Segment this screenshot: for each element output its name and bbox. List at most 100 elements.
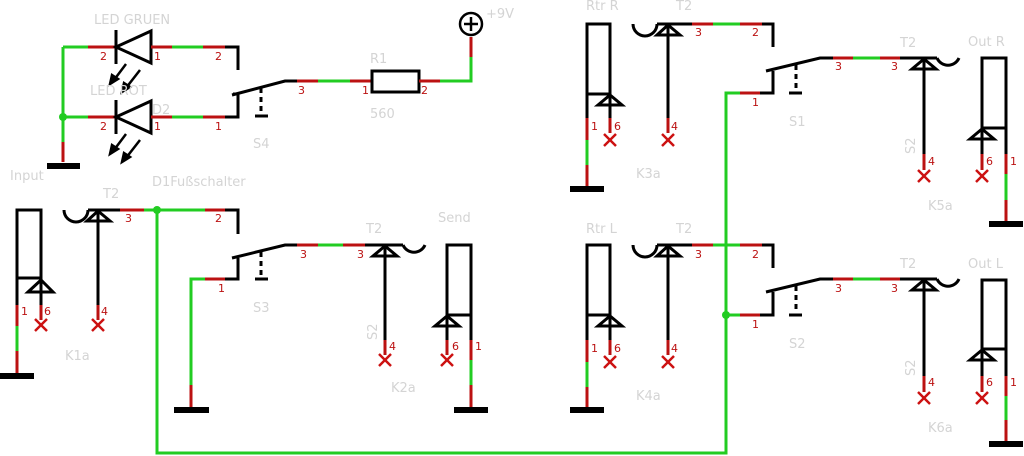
- wire-segment: [225, 94, 240, 119]
- pin-label: 4: [928, 155, 935, 168]
- pin-label: 1: [591, 342, 598, 355]
- pin-label: 6: [44, 305, 51, 318]
- pin-label: 3: [891, 60, 898, 73]
- t2-label: T2: [899, 257, 916, 272]
- pin-label: 1: [475, 340, 482, 353]
- led-red-diode: [112, 98, 153, 136]
- pin-label: 2: [752, 248, 759, 261]
- s2-pin-label: S2: [366, 323, 381, 340]
- pin-label: 3: [298, 84, 305, 97]
- rtr-r-label: Rtr R: [586, 0, 619, 14]
- footswitch-label: D1Fußschalter: [152, 175, 246, 190]
- plus-9v-supply-icon: [458, 11, 484, 37]
- input-label: Input: [10, 169, 44, 184]
- no-connect-icon: [34, 318, 48, 332]
- pin-label: 6: [614, 120, 621, 133]
- light-arrows-icon: [108, 63, 141, 95]
- s2-label: S2: [789, 337, 806, 352]
- pin-label: 3: [695, 248, 702, 261]
- no-connect-icon: [440, 353, 454, 367]
- no-connect-icon: [91, 318, 105, 332]
- k1a-label: K1a: [65, 349, 90, 364]
- pin-label: 6: [452, 340, 459, 353]
- pin-label: 1: [218, 282, 225, 295]
- k6a-label: K6a: [928, 421, 953, 436]
- switch-s3: S3: [225, 243, 297, 316]
- k2a-label: K2a: [391, 381, 416, 396]
- pin-label: 4: [671, 120, 678, 133]
- jack-k3a: Rtr R 6 1 K3a 4 T2 3: [570, 0, 702, 192]
- s1-label: S1: [789, 115, 806, 130]
- no-connect-icon: [917, 169, 931, 183]
- wire-segment: [225, 45, 240, 70]
- pin-label: 2: [215, 212, 222, 225]
- send-label: Send: [438, 211, 471, 226]
- pin-label: 1: [21, 305, 28, 318]
- t2-label: T2: [365, 222, 382, 237]
- pin-label: 4: [671, 342, 678, 355]
- pin-label: 6: [986, 376, 993, 389]
- jack-k6a: T2 4 S2 Out L 6 1 K6a: [899, 257, 1023, 447]
- t2-label: T2: [675, 0, 692, 14]
- pin-label: 3: [835, 60, 842, 73]
- resistor-r1: R1 560 1 2: [362, 52, 428, 122]
- t2-label: T2: [102, 187, 119, 202]
- rtr-l-label: Rtr L: [586, 222, 618, 237]
- switch-s4: S4: [231, 79, 297, 152]
- wire-segment: [762, 22, 775, 47]
- pin-label: 1: [154, 120, 161, 133]
- jack-k1a: Input 1 6 K1a 4 T2 3: [0, 169, 132, 379]
- wire-bypass-loop: [155, 210, 728, 455]
- pin-label: 1: [154, 50, 161, 63]
- pin-label: 1: [591, 120, 598, 133]
- junction-dot: [722, 311, 730, 319]
- wire-segment: [189, 277, 205, 385]
- k5a-label: K5a: [928, 199, 953, 214]
- no-connect-icon: [975, 169, 989, 183]
- pin-label: 3: [357, 248, 364, 261]
- k4a-label: K4a: [636, 389, 661, 404]
- plus-9v-label: +9V: [486, 7, 514, 22]
- jack-k4a: Rtr L 6 1 K4a 4 T2 3: [570, 222, 702, 413]
- wire-segment: [440, 57, 473, 83]
- no-connect-icon: [917, 391, 931, 405]
- r1-value-label: 560: [370, 107, 395, 122]
- r1-label: R1: [370, 52, 387, 67]
- no-connect-icon: [378, 353, 392, 367]
- pin-label: 3: [891, 282, 898, 295]
- pin-label: 2: [100, 50, 107, 63]
- wire-segment: [225, 208, 240, 234]
- pin-label: 2: [100, 120, 107, 133]
- no-connect-icon: [603, 133, 617, 147]
- s3-label: S3: [253, 301, 270, 316]
- pin-label: 4: [389, 340, 396, 353]
- s4-label: S4: [253, 137, 270, 152]
- pin-label: 1: [752, 96, 759, 109]
- d2-label: D2: [152, 103, 170, 118]
- led-green-label: LED GRUEN: [94, 13, 170, 28]
- pin-label: 1: [362, 84, 369, 97]
- pin-label: 6: [614, 342, 621, 355]
- k3a-label: K3a: [636, 167, 661, 182]
- t2-label: T2: [675, 222, 692, 237]
- pin-label: 2: [752, 26, 759, 39]
- s2-pin-label: S2: [904, 359, 919, 376]
- s2-pin-label: S2: [904, 137, 919, 154]
- pin-label: 6: [986, 155, 993, 168]
- no-connect-icon: [975, 391, 989, 405]
- pin-label: 3: [835, 282, 842, 295]
- out-l-label: Out L: [968, 257, 1004, 272]
- switch-s1: S1: [760, 56, 833, 130]
- pin-label: 2: [215, 50, 222, 63]
- no-connect-icon: [661, 133, 675, 147]
- pin-label: 2: [421, 84, 428, 97]
- wire-segment: [724, 91, 740, 315]
- led-red-label: LED ROT: [90, 84, 147, 99]
- pin-label: 1: [1010, 376, 1017, 389]
- pin-label: 3: [125, 212, 132, 225]
- jack-k5a: T2 4 S2 Out R 6 1 K5a: [899, 35, 1023, 227]
- jack-k2a: T2 4 S2 Send 6 1 K2a: [365, 211, 488, 413]
- out-r-label: Out R: [968, 35, 1005, 50]
- light-arrows-icon: [108, 133, 141, 165]
